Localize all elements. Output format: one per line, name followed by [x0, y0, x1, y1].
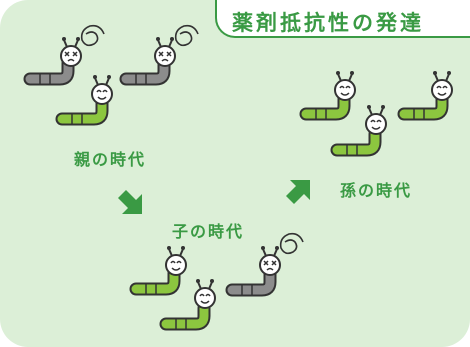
spiral-icon: [279, 232, 304, 255]
worm-resistant-6: [330, 104, 387, 157]
generation-label-parent: 親の時代: [74, 150, 147, 169]
arrow-down-right: [118, 190, 142, 214]
generation-label-grandchild: 孫の時代: [340, 181, 413, 200]
worm-dead-2: [119, 24, 199, 86]
spiral-icon: [80, 24, 105, 47]
worm-resistant-4: [299, 70, 356, 121]
generation-label-child: 子の時代: [172, 222, 245, 241]
arrow-up-right: [286, 180, 310, 204]
worm-resistant-3: [159, 278, 216, 331]
spiral-icon: [174, 24, 199, 47]
title-box: [215, 0, 470, 38]
worm-dead-3: [225, 232, 304, 297]
worm-resistant-5: [397, 70, 453, 121]
diagram-title: 薬剤抵抗性の発達: [232, 11, 424, 35]
worm-resistant-1: [55, 74, 113, 126]
worm-resistant-2: [129, 245, 187, 296]
worm-dead-1: [23, 24, 105, 86]
